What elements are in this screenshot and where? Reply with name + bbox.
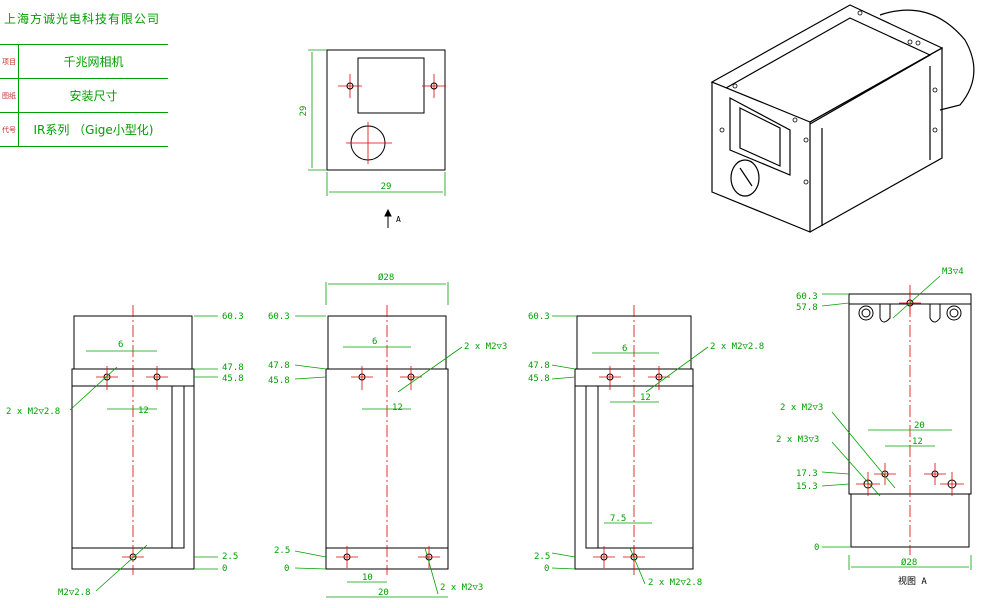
v2-callout-bottom: 2 x M2▽3: [440, 583, 483, 593]
v4-dim-15: 15.3: [796, 482, 818, 492]
v1-dim-47: 47.8: [222, 363, 244, 373]
v4-callout-m2: 2 x M2▽3: [780, 403, 823, 413]
title-row: 图纸 安装尺寸: [0, 78, 168, 113]
v3-width-7-5: 7.5: [610, 514, 626, 524]
v1-width-12: 12: [138, 406, 149, 416]
v2-width-6: 6: [372, 337, 377, 347]
v3-dim-2: 2.5: [534, 552, 550, 562]
v3-callout-top: 2 x M2▽2.8: [710, 342, 764, 352]
top-view: [308, 49, 446, 228]
v2-dim-2: 2.5: [274, 546, 290, 556]
v3-dim-60: 60.3: [528, 312, 550, 322]
v1-dim-45: 45.8: [222, 374, 244, 384]
v2-width-10: 10: [362, 573, 373, 583]
sensor-window: [357, 57, 425, 114]
lens-mount: [879, 9, 975, 111]
company-name: 上海方诚光电科技有限公司: [4, 12, 161, 26]
v4-width-12: 12: [912, 437, 923, 447]
top-width-label: 29: [381, 182, 392, 192]
v1-callout-side: 2 x M2▽2.8: [6, 407, 60, 417]
v2-dim-47: 47.8: [268, 361, 290, 371]
title-value: 千兆网相机: [18, 44, 168, 79]
v2-width-20: 20: [378, 588, 389, 598]
top-height-label: 29: [299, 106, 309, 117]
v4-dim-17: 17.3: [796, 469, 818, 479]
v3-width-12: 12: [640, 393, 651, 403]
v2-dim-0: 0: [284, 564, 289, 574]
v4-width-20: 20: [914, 421, 925, 431]
v3-dim-47: 47.8: [528, 361, 550, 371]
v1-dim-2: 2.5: [222, 552, 238, 562]
v3-callout-bottom: 2 x M2▽2.8: [648, 578, 702, 588]
v4-dim-diameter: Ø28: [901, 557, 917, 568]
top-view-outline: [326, 49, 446, 171]
isometric-view: [710, 4, 975, 233]
v2-dim-60: 60.3: [268, 312, 290, 322]
v1-width-6: 6: [118, 340, 123, 350]
title-value: IR系列 （Gige小型化): [18, 112, 168, 147]
v3-dim-0: 0: [544, 564, 549, 574]
title-block: 项目 千兆网相机 图纸 安装尺寸 代号 IR系列 （Gige小型化): [0, 44, 168, 147]
v3-dim-45: 45.8: [528, 374, 550, 384]
title-label: 项目: [0, 44, 19, 79]
title-row: 项目 千兆网相机: [0, 44, 168, 79]
iso-screws: [719, 10, 938, 185]
v4-dim-60: 60.3: [796, 292, 818, 302]
v4-dim-0: 0: [814, 543, 819, 553]
title-value: 安装尺寸: [18, 78, 168, 113]
v4-callout-m3b: 2 x M3▽3: [776, 435, 819, 445]
v1-dim-0: 0: [222, 564, 227, 574]
v1-dim-60: 60.3: [222, 312, 244, 322]
v2-width-12: 12: [392, 403, 403, 413]
view-arrow-label: A: [396, 215, 401, 224]
v2-callout-top: 2 x M2▽3: [464, 342, 507, 352]
v2-dim-diameter: Ø28: [378, 272, 394, 283]
v2-dim-45: 45.8: [268, 376, 290, 386]
view-a-caption: 视图 A: [898, 575, 927, 587]
title-label: 图纸: [0, 78, 19, 113]
v1-callout-bottom: M2▽2.8: [58, 588, 91, 598]
v4-dim-57: 57.8: [796, 303, 818, 313]
lens-ring: [730, 159, 760, 197]
v4-callout-m3: M3▽4: [942, 267, 964, 277]
v3-width-6: 6: [622, 344, 627, 354]
title-label: 代号: [0, 112, 19, 147]
title-row: 代号 IR系列 （Gige小型化): [0, 112, 168, 147]
